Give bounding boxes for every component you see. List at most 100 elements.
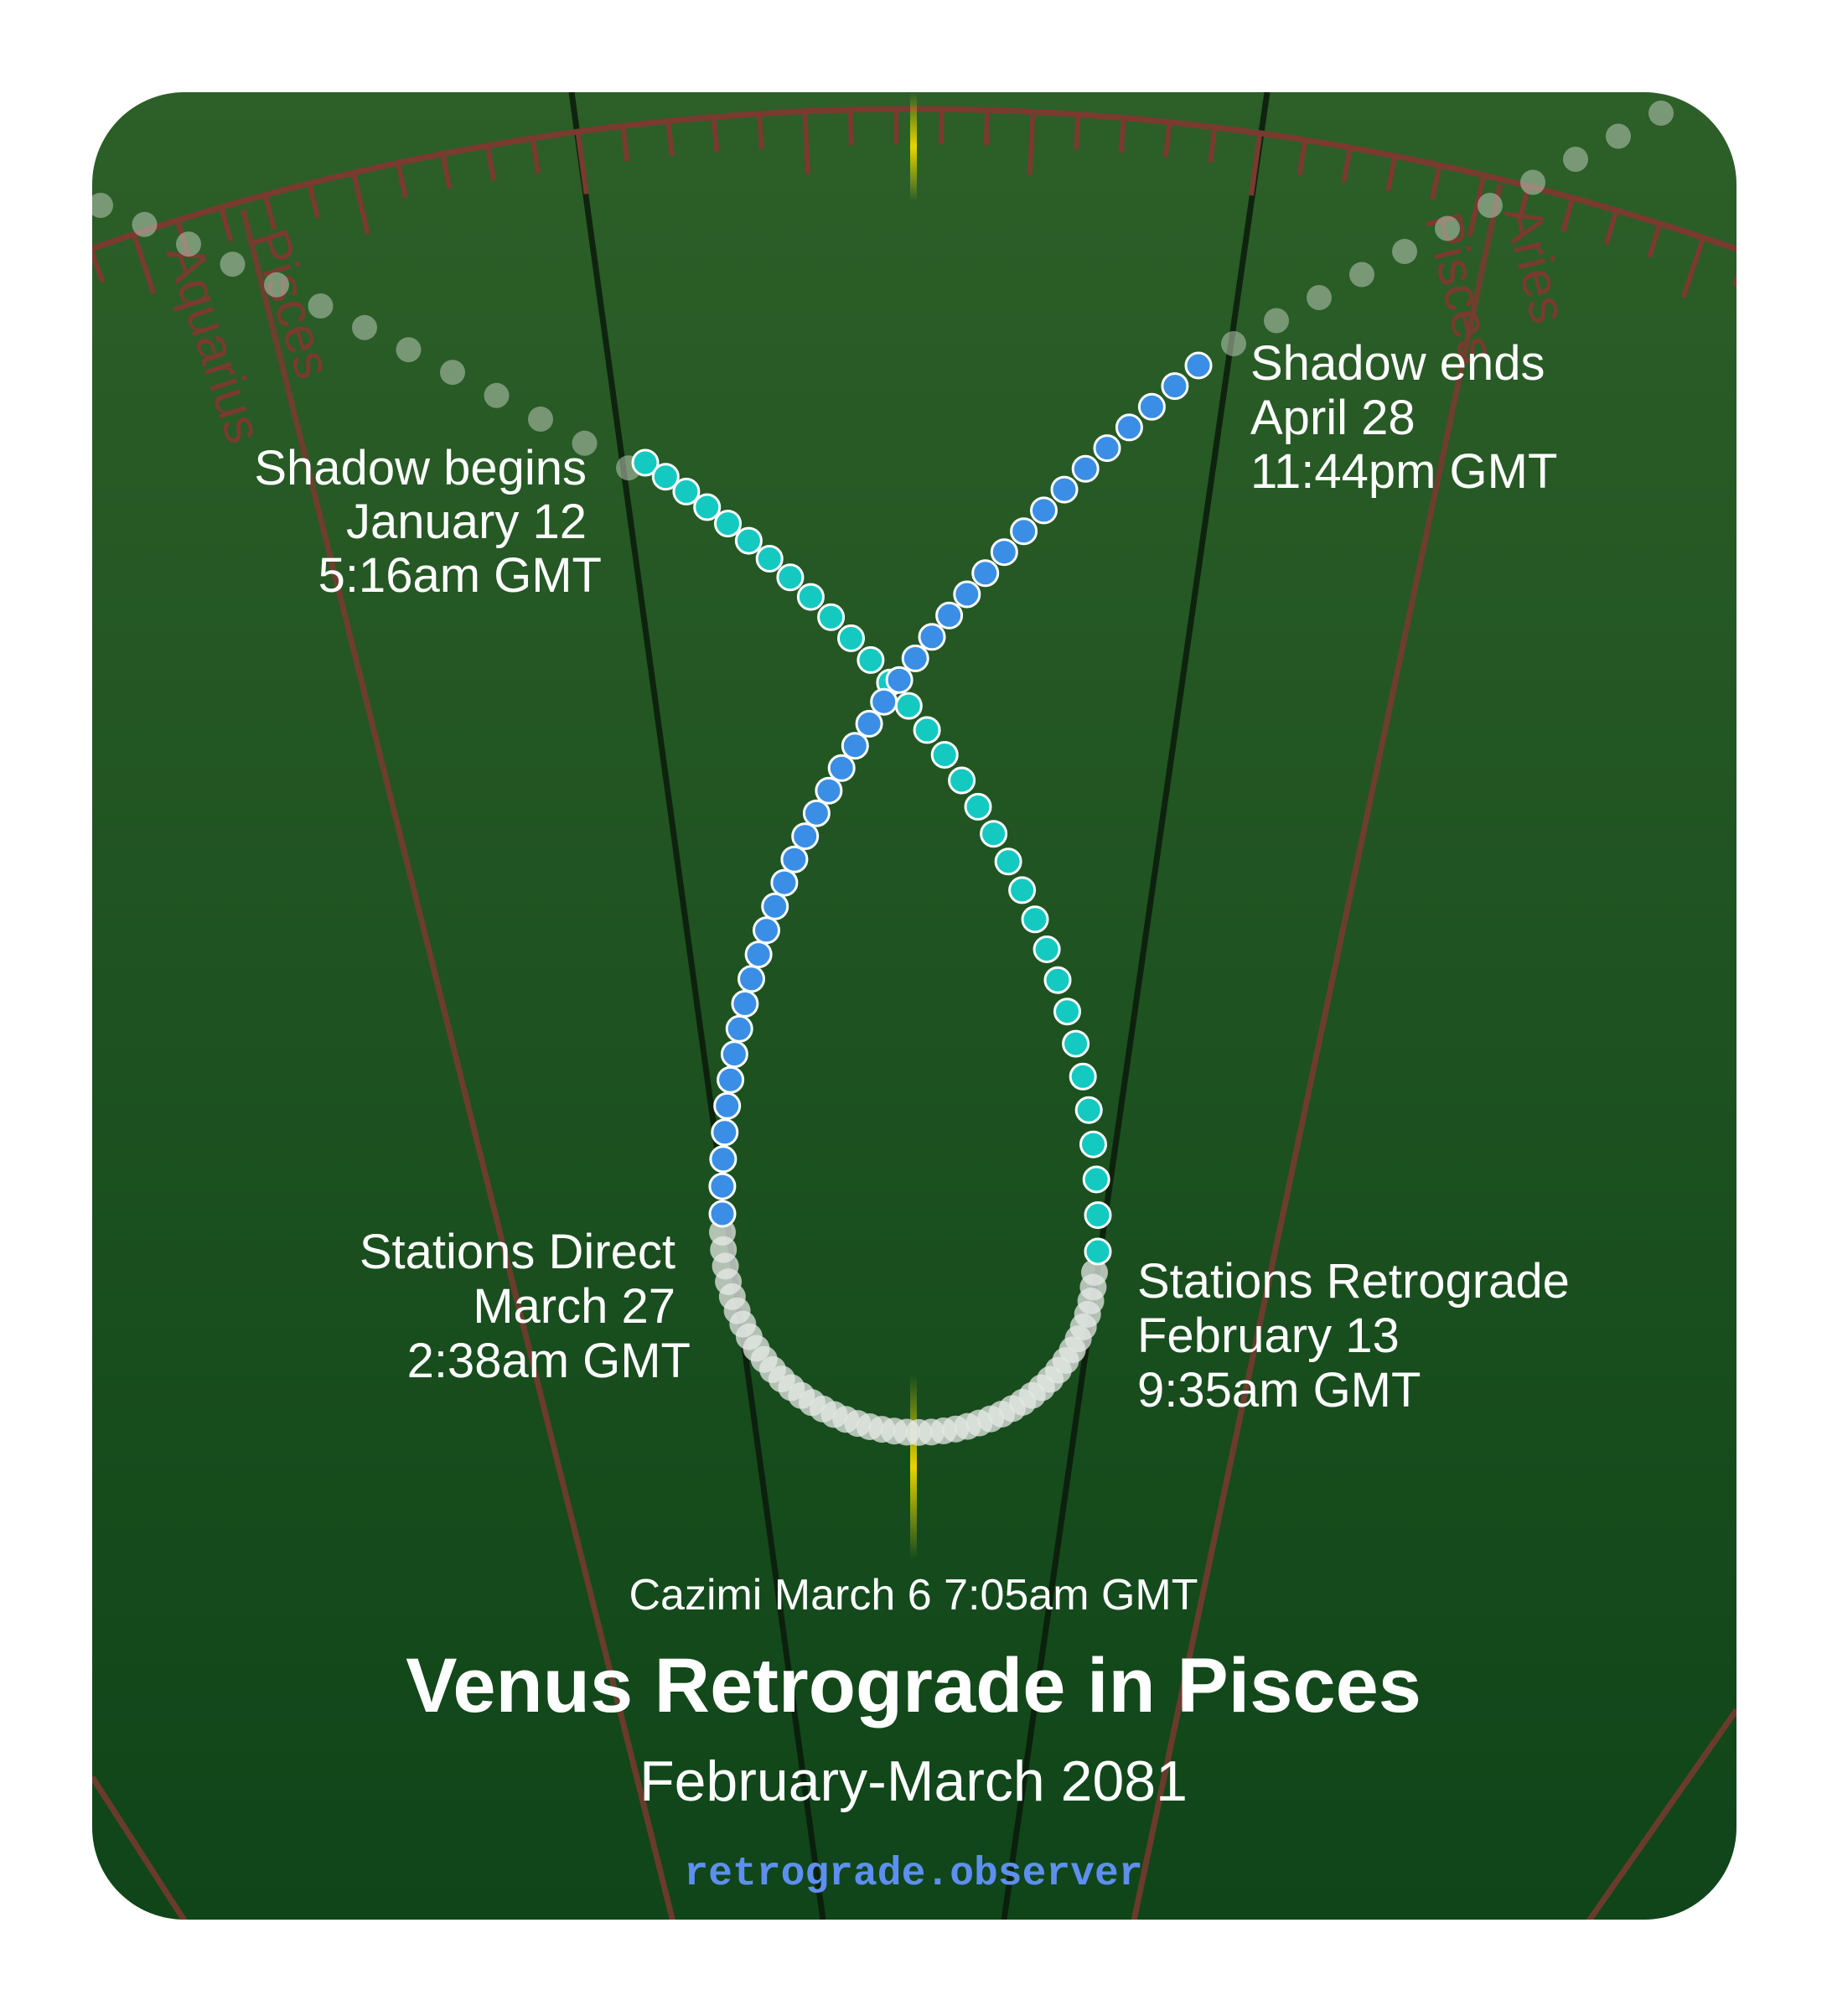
pre-shadow-dot xyxy=(839,625,864,650)
post-shadow-dot xyxy=(782,847,807,872)
pre-shadow-dot xyxy=(1084,1167,1109,1192)
degree-tick xyxy=(1121,118,1125,153)
post-shadow-dot xyxy=(1162,374,1188,399)
cazimi-label: Cazimi March 6 7:05am GMT xyxy=(629,1571,1198,1620)
post-shadow-dot xyxy=(772,870,797,895)
post-shadow-dot xyxy=(919,624,945,650)
outside-path-dot xyxy=(88,193,113,218)
post-shadow-dot xyxy=(973,561,998,586)
pre-shadow-dot xyxy=(965,794,991,819)
page-subtitle: February-March 2081 xyxy=(639,1749,1188,1813)
stations-direct-time: 2:38am GMT xyxy=(407,1334,691,1388)
stations-direct-date: March 27 xyxy=(473,1279,675,1334)
outside-path-dot xyxy=(1648,101,1674,126)
post-shadow-dot xyxy=(857,711,882,736)
degree-tick xyxy=(5,281,18,314)
shadow-ends-title: Shadow ends xyxy=(1250,336,1545,391)
pre-shadow-dot xyxy=(736,528,761,553)
post-shadow-dot xyxy=(712,1120,738,1145)
post-shadow-dot xyxy=(887,667,912,692)
shadow-ends-date: April 28 xyxy=(1250,391,1416,445)
pre-shadow-dot xyxy=(1070,1064,1095,1089)
outside-path-dot xyxy=(1392,239,1417,264)
outside-path-dot xyxy=(176,231,201,257)
degree-tick xyxy=(759,114,762,149)
pre-shadow-dot xyxy=(798,584,823,609)
degree-tick xyxy=(714,117,717,153)
pre-shadow-dot xyxy=(819,604,844,630)
pre-shadow-dot xyxy=(757,547,782,572)
outside-path-dot xyxy=(1221,331,1246,356)
pre-shadow-dot xyxy=(1076,1097,1101,1122)
outside-path-dot xyxy=(1606,124,1631,149)
shadow-ends-time: 11:44pm GMT xyxy=(1250,444,1557,499)
pre-shadow-dot xyxy=(1085,1239,1110,1264)
pre-shadow-dot xyxy=(716,511,741,536)
pre-shadow-dot xyxy=(896,693,921,718)
shadow-begins-time: 5:16am GMT xyxy=(318,548,602,603)
degree-tick xyxy=(1819,285,1827,318)
pre-shadow-dot xyxy=(1081,1132,1106,1157)
stations-retrograde-title: Stations Retrograde xyxy=(1137,1254,1570,1309)
outside-path-dot xyxy=(352,315,377,340)
post-shadow-dot xyxy=(727,1016,752,1041)
pre-shadow-dot xyxy=(1055,999,1080,1024)
post-shadow-dot xyxy=(715,1093,740,1118)
pre-shadow-dot xyxy=(981,821,1007,847)
post-shadow-dot xyxy=(754,918,779,943)
post-shadow-dot xyxy=(937,603,962,628)
cazimi-marker-top xyxy=(910,92,917,201)
pre-shadow-dot xyxy=(914,718,939,743)
outside-path-dot xyxy=(308,293,334,319)
brand-link[interactable]: retrograde.observer xyxy=(684,1852,1142,1897)
outside-path-dot xyxy=(1307,285,1332,310)
post-shadow-dot xyxy=(1073,456,1098,481)
post-shadow-dot xyxy=(903,645,928,671)
stations-retrograde-date: February 13 xyxy=(1137,1309,1400,1363)
cazimi-marker-bottom xyxy=(910,1375,917,1559)
pre-shadow-dot xyxy=(1034,937,1059,962)
outside-path-dot xyxy=(1435,216,1460,241)
post-shadow-dot xyxy=(722,1042,747,1067)
degree-tick xyxy=(986,110,987,145)
post-shadow-dot xyxy=(991,540,1017,565)
post-shadow-dot xyxy=(1095,436,1120,461)
stations-direct-title: Stations Direct xyxy=(360,1225,675,1279)
outside-path-dot xyxy=(440,360,465,385)
post-shadow-dot xyxy=(732,991,758,1016)
post-shadow-dot xyxy=(718,1067,743,1092)
outside-path-dot xyxy=(132,212,158,237)
post-shadow-dot xyxy=(711,1147,736,1172)
post-shadow-dot xyxy=(739,967,764,992)
pre-shadow-dot xyxy=(778,565,803,590)
stations-retrograde-time: 9:35am GMT xyxy=(1137,1363,1421,1417)
pre-shadow-dot xyxy=(950,768,975,793)
degree-tick xyxy=(1076,115,1079,150)
pre-shadow-dot xyxy=(1064,1031,1089,1056)
outside-path-dot xyxy=(528,407,553,432)
pre-shadow-dot xyxy=(996,849,1021,874)
page-title: Venus Retrograde in Pisces xyxy=(406,1643,1421,1728)
pre-shadow-dot xyxy=(1022,907,1048,932)
post-shadow-dot xyxy=(1012,519,1037,544)
outside-path-dot xyxy=(1563,147,1588,172)
post-shadow-dot xyxy=(829,755,854,780)
outside-path-dot xyxy=(1520,170,1545,195)
outside-path-dot xyxy=(1349,262,1374,288)
outside-path-dot xyxy=(1264,308,1289,334)
post-shadow-dot xyxy=(710,1201,735,1226)
post-shadow-dot xyxy=(793,824,818,849)
outside-path-dot xyxy=(220,251,246,277)
shadow-begins-title: Shadow begins xyxy=(254,441,587,495)
degree-tick xyxy=(941,109,942,144)
degree-tick xyxy=(1166,122,1169,158)
pre-shadow-dot xyxy=(858,647,883,672)
outside-path-dot xyxy=(396,337,422,362)
degree-tick xyxy=(1030,111,1033,174)
post-shadow-dot xyxy=(1186,353,1211,378)
post-shadow-dot xyxy=(955,582,980,607)
post-shadow-dot xyxy=(816,778,841,803)
post-shadow-dot xyxy=(763,894,788,919)
